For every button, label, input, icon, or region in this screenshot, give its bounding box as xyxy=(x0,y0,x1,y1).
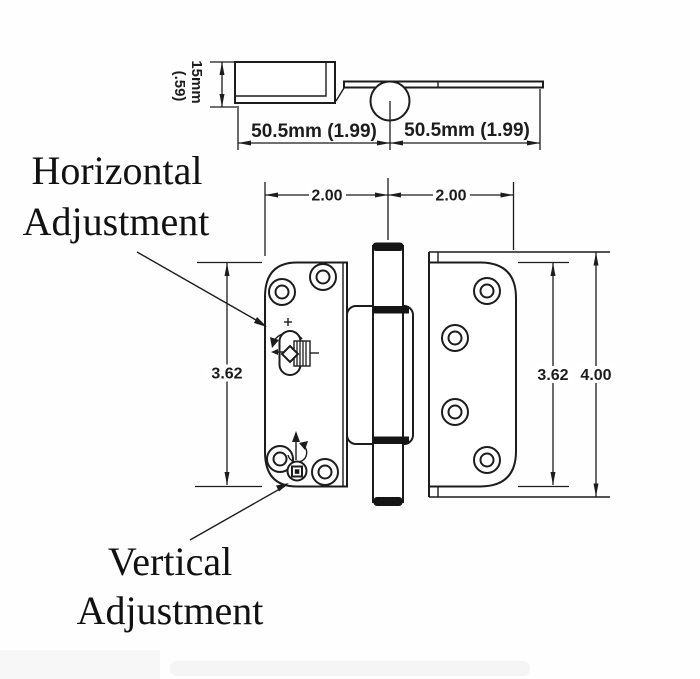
watermark-blob xyxy=(170,661,530,676)
overall-height-label: 4.00 xyxy=(580,367,611,384)
vertical-callout-line1: Vertical xyxy=(108,539,232,584)
dimension-thickness: 15mm (.59) xyxy=(171,60,237,108)
watermark-blob xyxy=(0,650,160,679)
left-height-label: 3.62 xyxy=(211,366,242,383)
dimension-leaf-widths: 50.5mm (1.99) 50.5mm (1.99) xyxy=(237,89,541,150)
thickness-label-in: (.59) xyxy=(171,71,188,102)
horizontal-adjustment-icon xyxy=(270,318,319,376)
width-left-label: 50.5mm (1.99) xyxy=(251,121,377,142)
right-leaf xyxy=(428,261,517,488)
dimension-right-heights: 3.62 4.00 xyxy=(518,252,616,497)
right-leaf-screw-holes xyxy=(441,277,501,474)
dimension-left-height: 3.62 xyxy=(195,261,262,488)
width-right-label: 50.5mm (1.99) xyxy=(404,120,530,141)
left-leaf-screw-holes xyxy=(266,263,339,486)
horizontal-adjustment-callout: Horizontal Adjustment xyxy=(23,148,267,327)
side-view: 15mm (.59) 50.5mm (1.99) 50.5mm (1.99) xyxy=(171,60,544,150)
horizontal-callout-line1: Horizontal xyxy=(31,148,202,193)
top-width-right-label: 2.00 xyxy=(435,188,466,205)
vertical-adjustment-icon xyxy=(286,431,308,482)
horizontal-callout-leader xyxy=(136,251,264,325)
pin-top-cap xyxy=(372,242,404,251)
side-view-thin-leaf xyxy=(343,80,544,89)
thickness-label-mm: 15mm xyxy=(188,60,205,103)
side-view-leaf-fold xyxy=(335,87,345,102)
side-view-thick-leaf xyxy=(234,61,336,104)
knuckle-band-bottom xyxy=(373,436,409,444)
knuckle-band-top xyxy=(373,306,409,314)
left-leaf xyxy=(264,261,348,488)
side-view-leaf-inner-line xyxy=(236,63,327,97)
dimension-top-widths: 2.00 2.00 xyxy=(264,178,515,256)
vertical-callout-line2: Adjustment xyxy=(77,588,264,633)
top-width-left-label: 2.00 xyxy=(311,188,342,205)
pin-bottom-cap xyxy=(373,497,403,506)
horizontal-callout-line2: Adjustment xyxy=(23,199,210,244)
vertical-callout-leader xyxy=(189,485,286,541)
front-view: 2.00 2.00 3.62 3.62 4.00 xyxy=(195,178,616,506)
hinge-pin xyxy=(372,242,409,506)
right-height-label: 3.62 xyxy=(537,367,568,384)
vertical-adjustment-callout: Vertical Adjustment xyxy=(77,483,289,633)
